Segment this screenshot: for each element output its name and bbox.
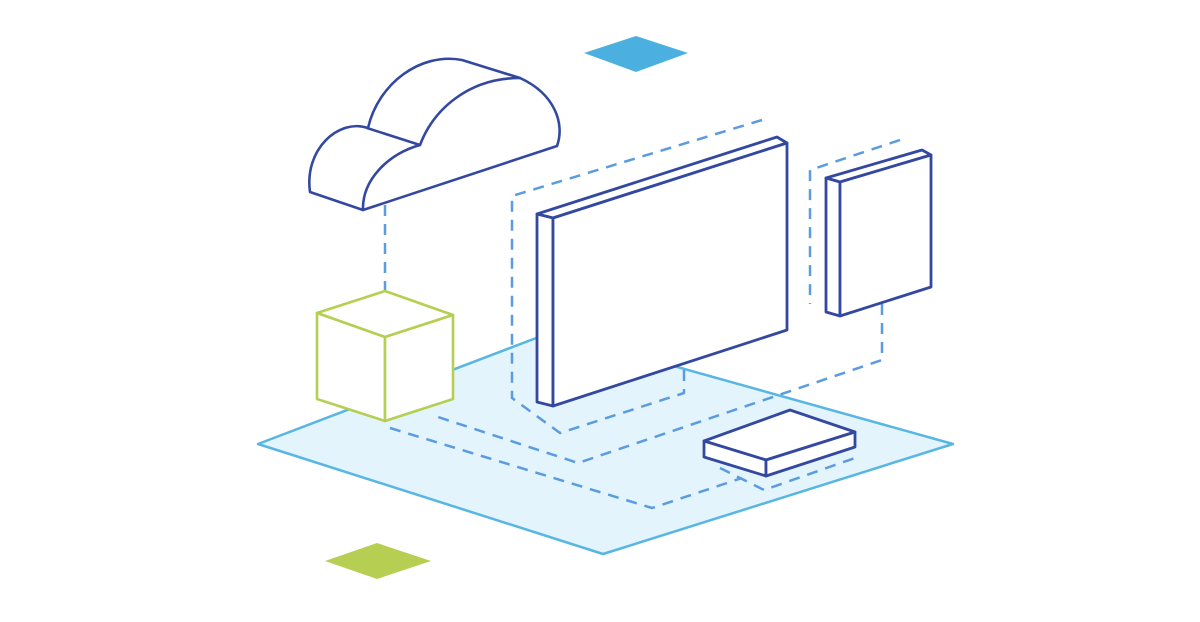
panel-side-edge — [826, 178, 840, 316]
diamond-accent-icon — [325, 543, 431, 579]
monitor-screen-face — [553, 143, 787, 406]
cube-icon — [317, 291, 453, 421]
diamond-accent-icon — [584, 36, 688, 72]
monitor-side-edge — [537, 214, 553, 406]
cloud-icon — [309, 59, 559, 210]
server-panel-icon — [826, 150, 931, 316]
cloud-outline — [309, 59, 559, 210]
panel-front-face — [840, 155, 931, 316]
